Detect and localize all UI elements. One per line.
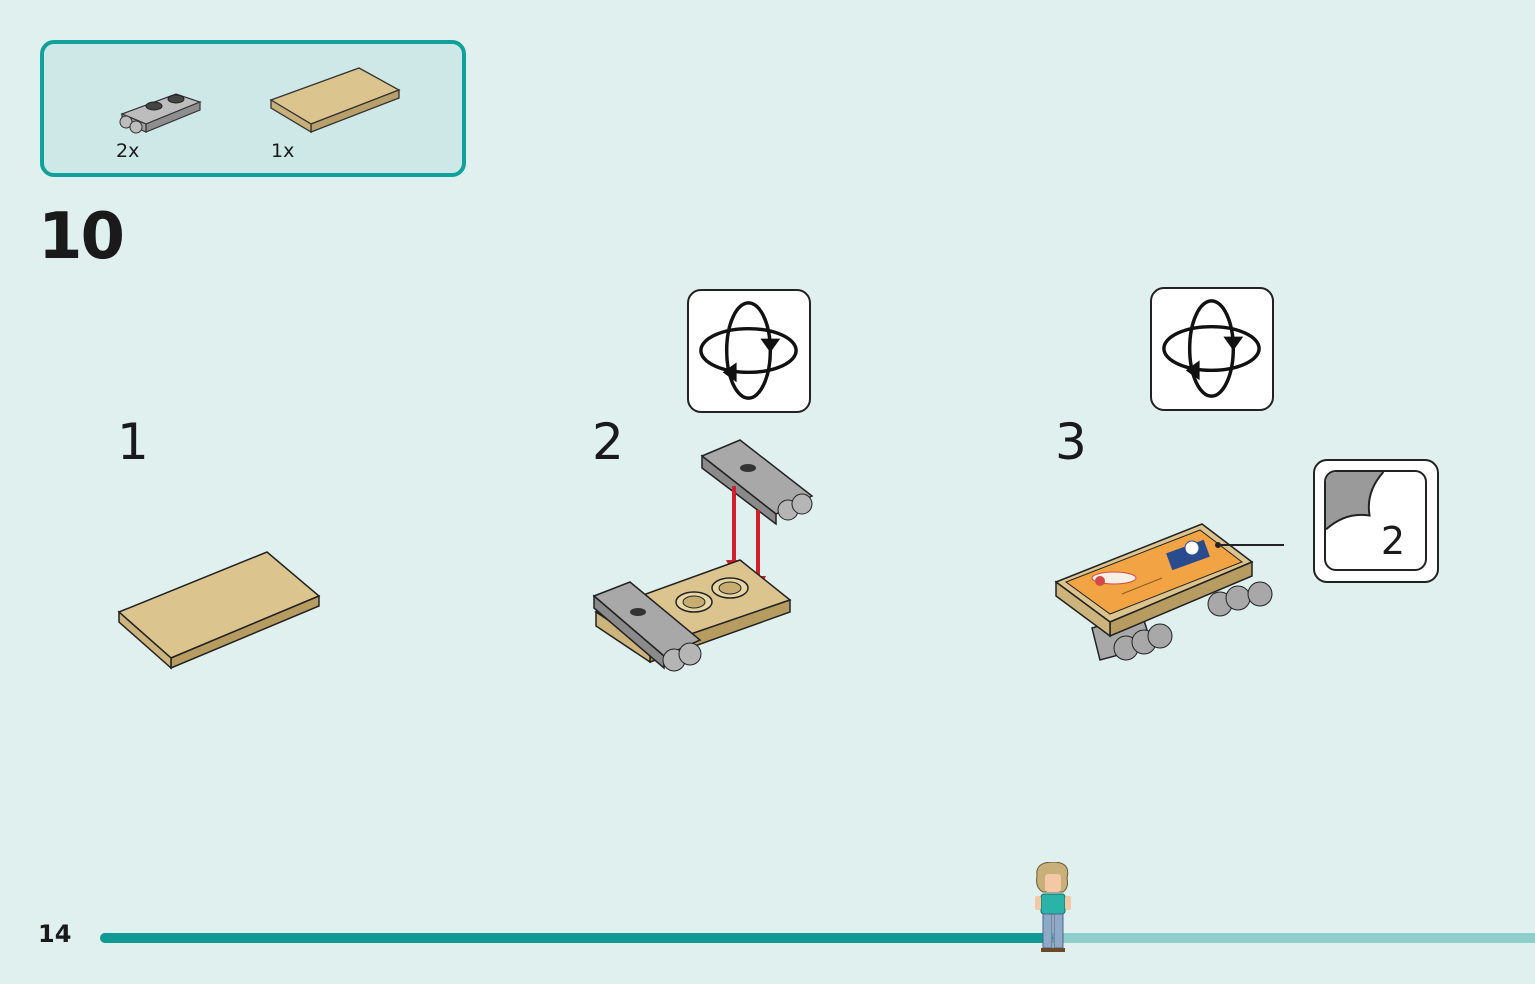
parts-list-box: 2x 1x — [40, 40, 466, 177]
part-quantity: 2x — [116, 140, 140, 162]
assembly-step-3-illustration — [1052, 518, 1284, 677]
substep-label: 1 — [117, 413, 149, 471]
substep-label: 3 — [1055, 413, 1087, 471]
part-quantity: 1x — [271, 140, 295, 162]
assembly-step-2-illustration — [590, 436, 820, 685]
substep-label: 2 — [592, 413, 624, 471]
progress-fill — [100, 933, 1053, 943]
rotate-model-icon — [687, 289, 811, 413]
sticker-number: 2 — [1380, 519, 1405, 563]
sticker-icon: 2 — [1324, 470, 1427, 571]
step-number: 10 — [38, 200, 125, 274]
gray-plate-part-icon — [114, 84, 204, 139]
page-number: 14 — [38, 920, 72, 948]
sticker-callout: 2 — [1313, 459, 1439, 583]
minifigure-icon — [1031, 861, 1075, 958]
tan-tile-illustration — [115, 550, 325, 679]
progress-bar — [100, 933, 1535, 943]
rotate-model-icon — [1150, 287, 1274, 411]
tan-tile-part-icon — [269, 66, 404, 141]
